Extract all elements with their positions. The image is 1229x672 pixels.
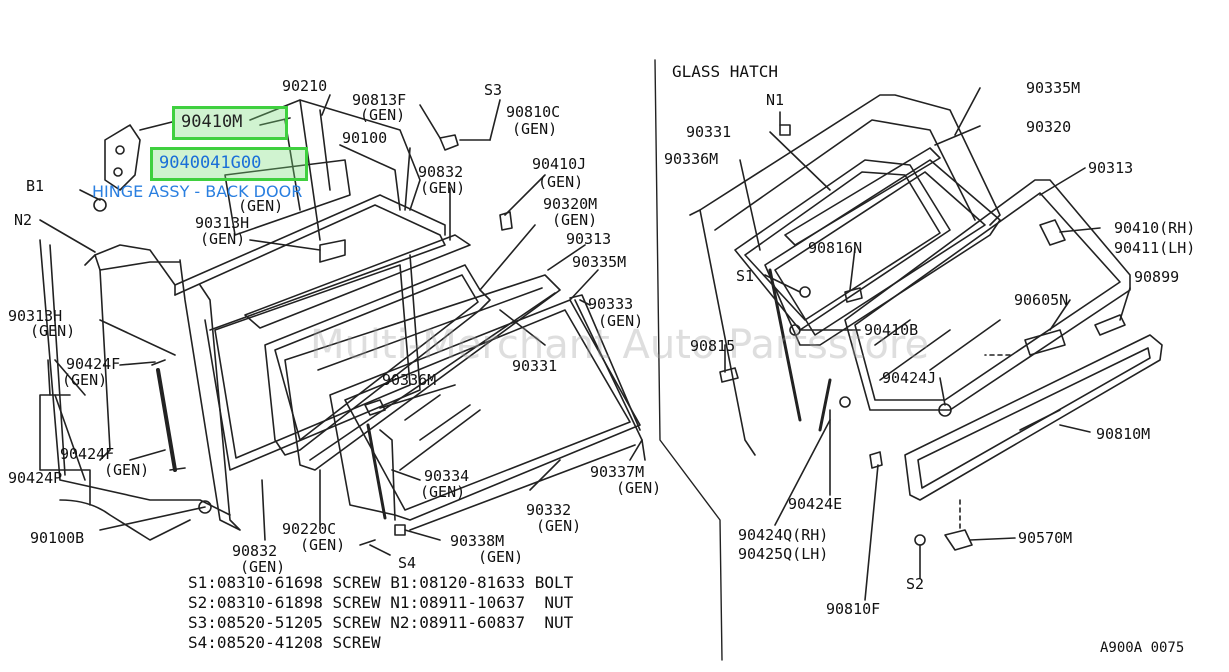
highlight-9040041G00[interactable]: 9040041G00 — [150, 147, 308, 181]
part-label[interactable]: 90331 — [686, 123, 732, 141]
part-label: (GEN) — [420, 179, 466, 197]
legend-line-4: S4:08520-41208 SCREW — [188, 633, 381, 652]
part-label: (GEN) — [104, 461, 150, 479]
part-label[interactable]: 90100B — [30, 529, 85, 547]
part-label[interactable]: 90424F — [66, 355, 121, 373]
part-label[interactable]: 90813F — [352, 91, 407, 109]
part-label: (GEN) — [200, 230, 246, 248]
part-label[interactable]: 90410J — [532, 155, 587, 173]
part-label[interactable]: 90810F — [826, 600, 881, 618]
part-label: (GEN) — [240, 558, 286, 576]
section-title: GLASS HATCH — [672, 62, 778, 81]
part-label[interactable]: 90424E — [788, 495, 843, 513]
part-label: (GEN) — [360, 106, 406, 124]
part-label[interactable]: 90333 — [588, 295, 634, 313]
part-label: (GEN) — [598, 312, 644, 330]
part-label[interactable]: 90424F — [60, 445, 115, 463]
highlight-90410M[interactable]: 90410M — [172, 106, 288, 140]
part-label[interactable]: 90810M — [1096, 425, 1151, 443]
part-label[interactable]: 90335M — [572, 253, 627, 271]
part-label[interactable]: 90313H — [8, 307, 63, 325]
legend-line-3: S3:08520-51205 SCREW N2:08911-60837 NUT — [188, 613, 574, 632]
part-label: (GEN) — [538, 173, 584, 191]
part-label[interactable]: 90425Q(LH) — [738, 545, 829, 563]
part-label[interactable]: 90570M — [1018, 529, 1073, 547]
part-label[interactable]: 90334 — [424, 467, 470, 485]
part-label[interactable]: S2 — [906, 575, 925, 593]
part-label[interactable]: S3 — [484, 81, 503, 99]
part-label[interactable]: 90313 — [1088, 159, 1134, 177]
part-label[interactable]: 90335M — [1026, 79, 1081, 97]
part-label: (GEN) — [238, 197, 284, 215]
diagram-code: A900A 0075 — [1100, 640, 1185, 656]
part-label: (GEN) — [512, 120, 558, 138]
part-label[interactable]: 90100 — [342, 129, 388, 147]
part-label: (GEN) — [62, 371, 108, 389]
part-label[interactable]: 90899 — [1134, 268, 1180, 286]
part-label: (GEN) — [30, 322, 76, 340]
part-label[interactable]: B1 — [26, 177, 45, 195]
part-label[interactable]: 90815 — [690, 337, 736, 355]
legend-line-1: S1:08310-61698 SCREW B1:08120-81633 BOLT — [188, 573, 574, 592]
part-label[interactable]: 90220C — [282, 520, 337, 538]
part-label[interactable]: 90411(LH) — [1114, 239, 1196, 257]
part-label: (GEN) — [616, 479, 662, 497]
part-label[interactable]: 90410B — [864, 321, 919, 339]
part-label: (GEN) — [478, 548, 524, 566]
part-label: (GEN) — [552, 211, 598, 229]
part-label[interactable]: 90332 — [526, 501, 572, 519]
part-label[interactable]: 90320M — [543, 195, 598, 213]
part-label[interactable]: 90313 — [566, 230, 612, 248]
part-label[interactable]: N2 — [14, 211, 33, 229]
part-label: (GEN) — [300, 536, 346, 554]
part-label[interactable]: 90424Q(RH) — [738, 526, 829, 544]
legend-line-2: S2:08310-61898 SCREW N1:08911-10637 NUT — [188, 593, 574, 612]
part-label[interactable]: 90605N — [1014, 291, 1069, 309]
part-label[interactable]: 90810C — [506, 103, 561, 121]
part-label[interactable]: 90313H — [195, 214, 250, 232]
part-label[interactable]: S4 — [398, 554, 417, 572]
highlight-9040041G00-label: 9040041G00 — [159, 153, 262, 173]
part-label[interactable]: S1 — [736, 267, 755, 285]
part-label[interactable]: 90320 — [1026, 118, 1072, 136]
part-label[interactable]: 90337M — [590, 463, 645, 481]
part-label[interactable]: 90331 — [512, 357, 558, 375]
part-label[interactable]: 90338M — [450, 532, 505, 550]
part-label[interactable]: 90424J — [882, 369, 937, 387]
part-label[interactable]: 90832 — [232, 542, 278, 560]
part-label[interactable]: 90210 — [282, 77, 328, 95]
part-label[interactable]: 90424P — [8, 469, 63, 487]
part-label: (GEN) — [420, 483, 466, 501]
part-tooltip: HINGE ASSY - BACK DOOR — [92, 182, 303, 201]
highlight-90410M-label: 90410M — [181, 112, 243, 132]
part-label[interactable]: 90816N — [808, 239, 863, 257]
part-label[interactable]: 90336M — [664, 150, 719, 168]
part-label: (GEN) — [536, 517, 582, 535]
part-label[interactable]: N1 — [766, 91, 785, 109]
watermark: Multi-Merchant Auto Partsstore — [310, 322, 930, 368]
part-label[interactable]: 90832 — [418, 163, 464, 181]
part-label[interactable]: 90410(RH) — [1114, 219, 1196, 237]
part-label[interactable]: 90336M — [382, 371, 437, 389]
